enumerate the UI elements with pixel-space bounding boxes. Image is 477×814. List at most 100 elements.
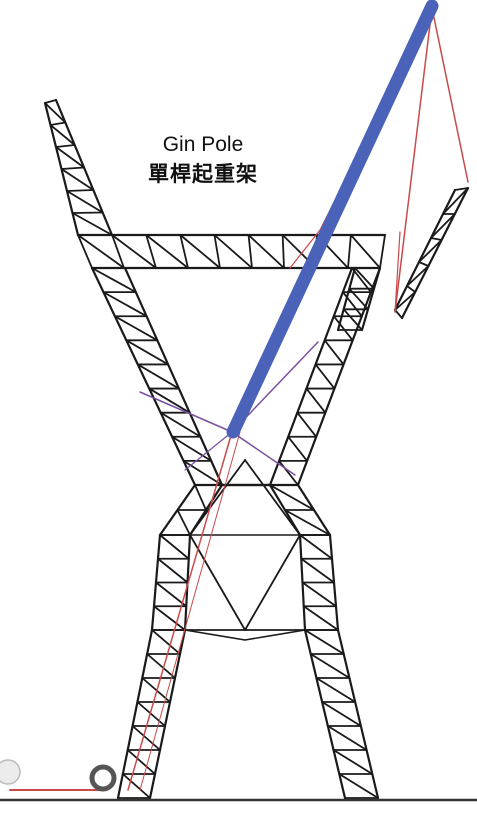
left-peak-brace [49,124,76,146]
lifted-section-strut [418,261,430,267]
diamond [189,534,246,631]
upper-left-leg-brace [159,411,202,438]
waist-right-brace [284,509,331,536]
winch-drum [89,764,117,792]
body-right-brace [302,605,339,631]
cross-arm-strut [213,234,221,269]
left-peak-brace [60,168,95,191]
left-leg-brace [121,773,151,799]
guy-line [139,391,233,433]
cross-arm-brace [145,234,189,269]
upper-left-leg-brace [125,339,170,366]
gin-pole-label-chinese: 單桿起重架 [148,162,258,186]
right-leg-brace [321,701,362,727]
right-leg-brace [315,677,357,703]
left-peak-strut [60,166,85,170]
rigging-lines [9,7,469,791]
upper-right-leg-chord [296,266,382,487]
fall-line [127,431,233,791]
body-left-brace [153,605,186,631]
lifted-section-chord [400,186,470,320]
upper-left-leg-brace [102,291,148,318]
upper-left-leg-brace [148,387,191,414]
gin-pole-label: Gin Pole [162,133,244,156]
lifted-section-brace [406,265,430,287]
left-leg-chord [116,628,154,800]
leg-tie [244,629,306,641]
pole-guy [289,229,321,269]
cross-arm-brace [111,234,157,269]
body-right-brace [300,557,335,584]
left-leg-brace [146,653,176,679]
cross-arm-strut [281,234,285,269]
body-right-brace [301,581,337,608]
upper-right-leg-brace [332,315,354,342]
right-leg-brace [304,629,345,655]
lifted-section-strut [454,187,469,191]
cross-arm-brace [179,234,221,269]
upper-right-leg-brace [314,363,336,390]
cross-arm-strut [77,234,93,269]
left-peak-brace [66,190,104,214]
left-peak-strut [49,121,67,126]
cross-arm-brace [213,234,253,269]
waist-right-brace [269,484,315,511]
cross-arm-strut [145,234,157,269]
left-peak-strut [44,99,57,104]
guy-line [231,431,296,476]
load-line [394,231,401,313]
upper-left-leg-brace [136,363,180,390]
right-leg-chord [303,628,347,800]
lifted-section-strut [430,237,443,241]
lifted-section-strut [394,309,403,319]
upper-right-leg-chord [268,266,354,487]
right-leg-brace [309,653,351,679]
left-leg-brace [131,725,161,751]
upper-right-leg-brace [287,435,309,462]
cross-arm-strut [379,234,386,269]
cross-arm-strut [247,234,253,269]
cross-arm-brace [77,234,125,269]
cross-arm-strut [111,234,125,269]
lattice-tower [43,98,470,800]
lifted-section-brace [418,239,443,263]
left-peak-brace [71,212,113,236]
body-left-brace [159,534,190,560]
upper-left-leg-chord [90,266,197,487]
leg-tie [184,629,246,641]
left-peak-brace [44,102,67,124]
guy-line [184,431,233,471]
upper-left-leg-brace [113,315,159,342]
gin-pole-shaft [226,0,439,439]
upper-right-leg-brace [305,387,327,414]
left-leg-brace [126,749,156,775]
upper-left-leg-chord [123,266,224,487]
cross-arm-strut [347,234,352,269]
cross-arm-brace [349,234,381,269]
diamond [244,534,301,631]
diamond [244,459,301,536]
right-arm-brace [354,267,375,290]
left-leg-chord [148,628,187,800]
cross-arm-brace [247,234,285,269]
fall-line [139,431,241,791]
lifted-section-brace [430,213,456,239]
waist-left-brace [194,484,207,511]
lifted-section-strut [406,285,417,293]
winch-engine [0,759,21,785]
waist-left-brace [176,509,191,536]
left-leg-brace [151,629,181,655]
upper-right-leg-brace [296,411,318,438]
winch-drum-icon [0,759,117,792]
gin-pole [226,0,439,439]
load-line [431,7,469,183]
left-peak-strut [55,144,76,148]
right-leg-brace [338,773,379,799]
upper-left-leg-brace [91,267,137,294]
right-leg-chord [336,628,380,800]
left-peak-brace [55,146,85,169]
lifted-section-brace [442,187,469,215]
right-leg-brace [326,725,368,751]
load-line [394,7,433,313]
